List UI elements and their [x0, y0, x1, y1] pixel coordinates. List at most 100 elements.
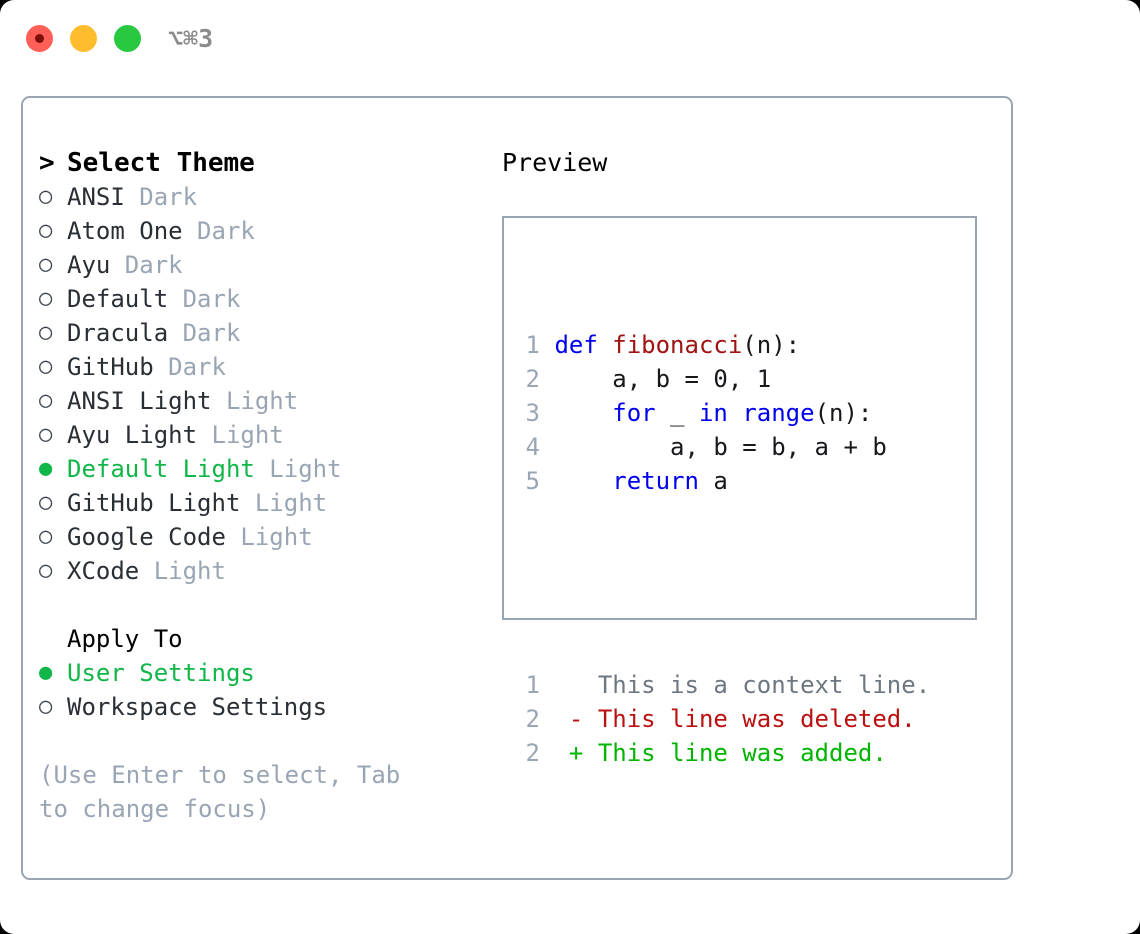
- apply-to-option-label: Workspace Settings: [67, 693, 328, 721]
- theme-option-row[interactable]: ○GitHub Dark: [39, 350, 479, 384]
- theme-option-label: Default: [67, 285, 169, 313]
- theme-option-list: ○ANSI Dark○Atom One Dark○Ayu Dark○Defaul…: [39, 180, 479, 588]
- theme-option-row[interactable]: ○ Dracula Dark: [39, 316, 479, 350]
- theme-option-row[interactable]: ○ Ayu Dark: [39, 248, 479, 282]
- theme-option-variant: Light: [211, 387, 299, 415]
- prompt-caret-icon: >: [39, 148, 55, 178]
- code-token: def: [554, 331, 613, 359]
- preview-panel: Preview 1 def fibonacci(n):2 a, b = 0, 1…: [502, 146, 982, 767]
- keyboard-hint-text: (Use Enter to select, Tab to change focu…: [39, 761, 415, 823]
- line-number: 2: [525, 705, 540, 733]
- code-line: 5 return a: [518, 464, 930, 498]
- theme-option-label: GitHub Light: [67, 489, 241, 517]
- radio-unselected-icon: ○: [39, 252, 53, 277]
- line-number: 4: [525, 433, 540, 461]
- theme-option-label: ANSI: [67, 183, 125, 211]
- theme-option-label: GitHub: [67, 353, 154, 381]
- diff-line: 1 This is a context line.: [518, 668, 931, 702]
- theme-option-row[interactable]: ○ ANSI Light Light: [39, 384, 479, 418]
- theme-option-variant: Dark: [168, 285, 241, 313]
- diff-marker: [569, 671, 583, 699]
- code-token: range: [742, 399, 815, 427]
- theme-option-variant: Dark: [182, 217, 255, 245]
- code-token: _: [670, 399, 699, 427]
- theme-option-row[interactable]: ○Ayu Light Light: [39, 418, 479, 452]
- line-number: 2: [525, 739, 540, 767]
- title-bar: ⌥⌘3: [0, 0, 1140, 78]
- code-token: [554, 467, 612, 495]
- theme-option-label: Atom One: [67, 217, 183, 245]
- theme-option-label: Ayu Light: [67, 421, 198, 449]
- radio-unselected-icon: ○: [39, 286, 53, 311]
- apply-to-option-row[interactable]: ○ Workspace Settings: [39, 690, 479, 724]
- line-number: 1: [525, 331, 540, 359]
- keyboard-shortcut-label: ⌥⌘3: [168, 24, 214, 53]
- theme-option-row[interactable]: ○ Default Dark: [39, 282, 479, 316]
- theme-option-variant: Dark: [168, 319, 241, 347]
- code-line: 4 a, b = b, a + b: [518, 430, 930, 464]
- theme-option-row[interactable]: ○Google Code Light: [39, 520, 479, 554]
- radio-unselected-icon: ○: [39, 218, 53, 243]
- code-token: for: [612, 399, 671, 427]
- theme-option-row[interactable]: ●Default Light Light: [39, 452, 479, 486]
- code-token: (n):: [814, 399, 873, 427]
- maximize-window-button[interactable]: [114, 25, 141, 52]
- theme-option-row[interactable]: ○ANSI Dark: [39, 180, 479, 214]
- code-token: a: [713, 467, 728, 495]
- theme-option-label: ANSI Light: [67, 387, 212, 415]
- theme-selector-dialog: >Select Theme ○ANSI Dark○Atom One Dark○A…: [21, 96, 1013, 880]
- theme-list-panel: >Select Theme ○ANSI Dark○Atom One Dark○A…: [39, 146, 479, 826]
- section-spacer: [39, 588, 479, 622]
- line-number: 5: [525, 467, 540, 495]
- theme-option-variant: Dark: [153, 353, 226, 381]
- apply-to-option-label: User Settings: [67, 659, 255, 687]
- apply-to-title: Apply To: [67, 625, 183, 653]
- diff-line: 2 + This line was added.: [518, 736, 930, 770]
- radio-unselected-icon: ○: [39, 694, 53, 719]
- radio-unselected-icon: ○: [39, 422, 53, 447]
- minimize-window-button[interactable]: [70, 25, 97, 52]
- code-token: in: [698, 399, 743, 427]
- theme-option-label: XCode: [67, 557, 140, 585]
- preview-title: Preview: [502, 148, 608, 177]
- diff-marker: +: [568, 739, 584, 767]
- diff-text: This line was added.: [597, 739, 887, 767]
- theme-option-row[interactable]: ○XCode Light: [39, 554, 479, 588]
- code-token: (n):: [742, 331, 801, 359]
- radio-unselected-icon: ○: [39, 320, 53, 345]
- diff-text: This line was deleted.: [597, 705, 916, 733]
- theme-option-variant: Light: [240, 489, 328, 517]
- theme-option-variant: Dark: [124, 183, 198, 211]
- code-token: [554, 399, 612, 427]
- radio-unselected-icon: ○: [39, 388, 53, 413]
- code-token: fibonacci: [612, 331, 743, 359]
- window-controls: [26, 25, 141, 52]
- theme-option-label: Ayu: [67, 251, 111, 279]
- theme-option-variant: Light: [225, 523, 313, 551]
- close-window-button[interactable]: [26, 25, 53, 52]
- theme-option-variant: Light: [254, 455, 342, 483]
- apply-to-option-row[interactable]: ● User Settings: [39, 656, 479, 690]
- theme-option-variant: Light: [139, 557, 226, 585]
- diff-marker: -: [568, 705, 584, 733]
- code-diff-spacer: [518, 566, 930, 600]
- code-line: 2 a, b = 0, 1: [518, 362, 930, 396]
- theme-list-title: Select Theme: [67, 148, 255, 178]
- theme-option-row[interactable]: ○GitHub Light Light: [39, 486, 479, 520]
- diff-sample: 1 This is a context line. 2 - This line w…: [518, 668, 931, 770]
- theme-list-header: > Select Theme: [39, 146, 479, 180]
- radio-unselected-icon: ○: [39, 524, 53, 549]
- radio-selected-icon: ●: [39, 660, 53, 685]
- code-token: a, b = b, a + b: [554, 433, 887, 461]
- diff-text: This is a context line.: [597, 671, 931, 699]
- theme-option-label: Dracula: [67, 319, 169, 347]
- theme-option-variant: Dark: [110, 251, 183, 279]
- theme-option-row[interactable]: ○ Atom One Dark: [39, 214, 479, 248]
- apply-to-marker-spacer: [39, 622, 67, 656]
- code-token: a, b = 0, 1: [554, 365, 772, 393]
- apply-to-option-list: ● User Settings ○ Workspace Settings: [39, 656, 479, 724]
